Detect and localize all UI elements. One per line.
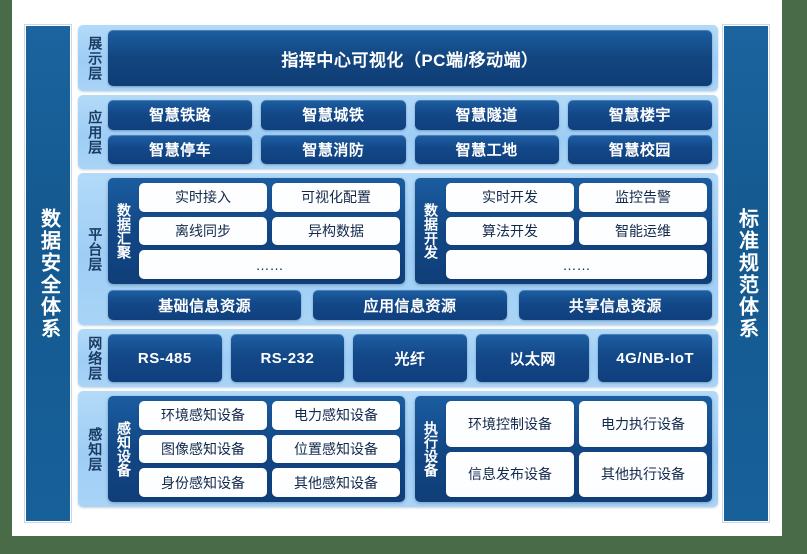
- layer-sensing-label: 感知层: [87, 426, 104, 472]
- sensor-item-identity[interactable]: 身份感知设备: [139, 468, 267, 497]
- network-items-grid: RS-485 RS-232 光纤 以太网 4G/NB-IoT: [108, 334, 712, 382]
- platform-item-heterogeneous-data[interactable]: 异构数据: [272, 216, 400, 246]
- platform-item-monitoring-alarm[interactable]: 监控告警: [579, 183, 707, 212]
- network-item-fiber[interactable]: 光纤: [353, 334, 467, 382]
- actuator-item-info-release[interactable]: 信息发布设备: [446, 451, 574, 497]
- platform-group-data-aggregation-title: 数据汇聚: [116, 203, 133, 259]
- app-item-smart-firefighting[interactable]: 智慧消防: [261, 134, 406, 164]
- platform-group-data-development-title: 数据开发: [423, 203, 440, 259]
- app-item-smart-tunnel[interactable]: 智慧隧道: [414, 100, 559, 130]
- layer-display-label: 展示层: [87, 35, 104, 81]
- platform-group-data-development-items: 实时开发 监控告警 算法开发 智能运维 ……: [446, 183, 707, 279]
- sensing-group-actuator-devices-items: 环境控制设备 电力执行设备 信息发布设备 其他执行设备: [446, 401, 707, 497]
- platform-item-visual-config[interactable]: 可视化配置: [272, 183, 400, 212]
- layer-platform: 平台层 数据汇聚 实时接入 可视化配置 离线同步 异构数据 ……: [78, 173, 718, 325]
- sensing-group-sensor-devices-title: 感知设备: [116, 421, 133, 477]
- resource-item-basic-info[interactable]: 基础信息资源: [108, 290, 302, 320]
- platform-item-realtime-development[interactable]: 实时开发: [446, 183, 574, 212]
- network-item-rs232[interactable]: RS-232: [230, 334, 345, 382]
- app-item-smart-campus[interactable]: 智慧校园: [567, 134, 712, 164]
- side-system-data-security: 数据安全体系: [25, 25, 71, 522]
- platform-group-data-development: 数据开发 实时开发 监控告警 算法开发 智能运维 ……: [415, 178, 712, 284]
- diagram-canvas: 数据安全体系 标准规范体系 展示层 指挥中心可视化（PC端/移动端） 应用层 智…: [12, 0, 782, 536]
- display-banner-command-center[interactable]: 指挥中心可视化（PC端/移动端）: [108, 30, 712, 86]
- sensor-item-image[interactable]: 图像感知设备: [139, 434, 267, 464]
- platform-item-algorithm-development[interactable]: 算法开发: [446, 216, 574, 246]
- actuator-item-environment-control[interactable]: 环境控制设备: [446, 401, 574, 447]
- side-system-standard-spec: 标准规范体系: [723, 25, 769, 522]
- sensing-group-sensor-devices-items: 环境感知设备 电力感知设备 图像感知设备 位置感知设备 身份感知设备 其他感知设…: [139, 401, 400, 497]
- app-item-smart-building[interactable]: 智慧楼宇: [567, 100, 712, 130]
- sensor-item-environment[interactable]: 环境感知设备: [139, 401, 267, 430]
- application-items-grid: 智慧铁路 智慧城铁 智慧隧道 智慧楼宇 智慧停车 智慧消防 智慧工地 智慧校园: [108, 100, 712, 164]
- platform-item-development-more[interactable]: ……: [446, 250, 707, 279]
- actuator-item-other[interactable]: 其他执行设备: [579, 451, 707, 497]
- sensor-item-other[interactable]: 其他感知设备: [272, 468, 400, 497]
- sensing-group-actuator-devices-title: 执行设备: [423, 421, 440, 477]
- layer-network-body: RS-485 RS-232 光纤 以太网 4G/NB-IoT: [108, 334, 712, 382]
- layer-network: 网络层 RS-485 RS-232 光纤 以太网 4G/NB-IoT: [78, 329, 718, 387]
- sensing-group-sensor-devices: 感知设备 环境感知设备 电力感知设备 图像感知设备 位置感知设备 身份感知设备 …: [108, 396, 405, 502]
- app-item-smart-parking[interactable]: 智慧停车: [108, 134, 253, 164]
- platform-item-aggregation-more[interactable]: ……: [139, 250, 400, 279]
- layer-display-body: 指挥中心可视化（PC端/移动端）: [108, 30, 712, 86]
- layer-sensing-body: 感知设备 环境感知设备 电力感知设备 图像感知设备 位置感知设备 身份感知设备 …: [108, 396, 712, 502]
- resource-item-shared-info[interactable]: 共享信息资源: [518, 290, 712, 320]
- app-item-smart-metro[interactable]: 智慧城铁: [261, 100, 406, 130]
- sensing-groups: 感知设备 环境感知设备 电力感知设备 图像感知设备 位置感知设备 身份感知设备 …: [108, 396, 712, 502]
- app-item-smart-railway[interactable]: 智慧铁路: [108, 100, 253, 130]
- platform-groups: 数据汇聚 实时接入 可视化配置 离线同步 异构数据 …… 数据开发 实时开发: [108, 178, 712, 284]
- layer-platform-label: 平台层: [87, 226, 104, 272]
- actuator-item-power-execution[interactable]: 电力执行设备: [579, 401, 707, 447]
- network-item-ethernet[interactable]: 以太网: [475, 334, 590, 382]
- app-item-smart-construction-site[interactable]: 智慧工地: [414, 134, 559, 164]
- layer-platform-body: 数据汇聚 实时接入 可视化配置 离线同步 异构数据 …… 数据开发 实时开发: [108, 178, 712, 320]
- layer-application: 应用层 智慧铁路 智慧城铁 智慧隧道 智慧楼宇 智慧停车 智慧消防 智慧工地 智…: [78, 95, 718, 169]
- network-item-rs485[interactable]: RS-485: [108, 334, 222, 382]
- resource-item-application-info[interactable]: 应用信息资源: [313, 290, 507, 320]
- layer-network-label: 网络层: [87, 335, 104, 381]
- platform-group-data-aggregation: 数据汇聚 实时接入 可视化配置 离线同步 异构数据 ……: [108, 178, 405, 284]
- platform-item-intelligent-ops[interactable]: 智能运维: [579, 216, 707, 246]
- layer-application-label: 应用层: [87, 109, 104, 155]
- platform-item-realtime-ingest[interactable]: 实时接入: [139, 183, 267, 212]
- sensor-item-power[interactable]: 电力感知设备: [272, 401, 400, 430]
- layer-application-body: 智慧铁路 智慧城铁 智慧隧道 智慧楼宇 智慧停车 智慧消防 智慧工地 智慧校园: [108, 100, 712, 164]
- platform-resource-row: 基础信息资源 应用信息资源 共享信息资源: [108, 290, 712, 320]
- layer-sensing: 感知层 感知设备 环境感知设备 电力感知设备 图像感知设备 位置感知设备 身份感…: [78, 391, 718, 507]
- layer-display: 展示层 指挥中心可视化（PC端/移动端）: [78, 25, 718, 91]
- sensor-item-location[interactable]: 位置感知设备: [272, 434, 400, 464]
- platform-item-offline-sync[interactable]: 离线同步: [139, 216, 267, 246]
- sensing-group-actuator-devices: 执行设备 环境控制设备 电力执行设备 信息发布设备 其他执行设备: [415, 396, 712, 502]
- platform-group-data-aggregation-items: 实时接入 可视化配置 离线同步 异构数据 ……: [139, 183, 400, 279]
- network-item-4g-nbiot[interactable]: 4G/NB-IoT: [598, 334, 712, 382]
- layer-stack: 展示层 指挥中心可视化（PC端/移动端） 应用层 智慧铁路 智慧城铁 智慧隧道 …: [78, 25, 718, 525]
